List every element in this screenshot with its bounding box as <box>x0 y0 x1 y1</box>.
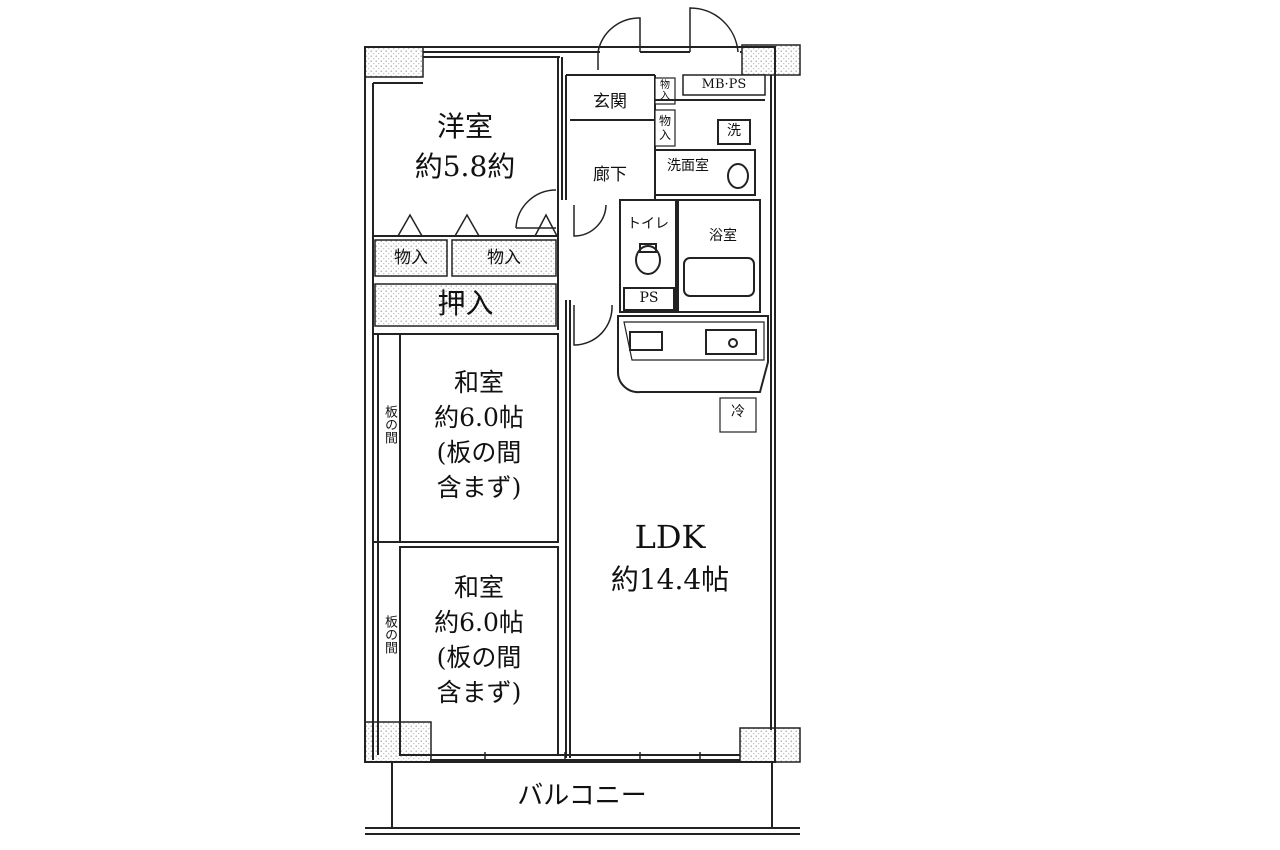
kitchen-counter <box>616 315 769 433</box>
bathroom-label: 浴室 <box>709 228 737 244</box>
fridge-label: 冷 <box>731 404 745 420</box>
pillar-top-right <box>741 44 801 76</box>
ldk-walls <box>430 300 740 761</box>
japanese-room-2-note1: (板の間 <box>436 643 522 672</box>
bathroom-walls <box>677 199 761 313</box>
ps-toilet-label: PS <box>639 290 659 306</box>
western-room-walls <box>373 57 563 330</box>
entrance-closet-label: 物入 <box>658 114 671 142</box>
entrance-closet-top-label: 物入 <box>660 80 670 102</box>
japanese-room-1-name: 和室 <box>453 368 504 397</box>
ldk-area: 約14.4帖 <box>610 563 730 596</box>
balcony-walls <box>365 762 800 835</box>
japanese-room-1-note1: (板の間 <box>436 438 522 467</box>
toilet-walls <box>619 199 677 313</box>
washer-label: 洗 <box>727 123 741 139</box>
pillar-bottom-right <box>739 727 801 763</box>
mbps-box <box>682 74 766 96</box>
closet-2-box <box>451 239 557 277</box>
closet-door-marks <box>397 213 558 237</box>
itanoma-1-label: 板の間 <box>382 405 397 444</box>
japanese-room-2-note2: 含まず) <box>436 678 522 707</box>
hallway-label: 廊下 <box>593 165 627 185</box>
oshiire-label: 押入 <box>437 287 494 320</box>
window-marks <box>484 752 701 762</box>
itanoma-2-label: 板の間 <box>382 615 397 654</box>
closet-1-label: 物入 <box>394 248 428 268</box>
toilet-label: トイレ <box>627 216 669 232</box>
entrance-closet-top-box <box>654 77 676 105</box>
oshiire-box <box>374 283 557 327</box>
closet-2-label: 物入 <box>487 248 521 268</box>
western-room-name: 洋室 <box>436 110 493 143</box>
japanese-room-1-area: 約6.0帖 <box>434 403 524 432</box>
entrance-label: 玄関 <box>593 92 627 112</box>
japanese-rooms-walls <box>373 333 559 756</box>
mbps-label: MB·PS <box>701 77 747 92</box>
pillar-top-left <box>364 46 424 78</box>
japanese-room-1-note2: 含まず) <box>436 473 522 502</box>
ldk-name: LDK <box>634 518 706 556</box>
western-door-swing <box>515 189 557 229</box>
western-room-area: 約5.8約 <box>414 150 516 183</box>
entrance-door-swings <box>597 7 739 70</box>
washroom-walls <box>654 99 765 196</box>
outer-walls <box>364 46 776 763</box>
closet-1-box <box>374 239 448 277</box>
entrance-closet-box <box>654 109 676 147</box>
japanese-room-2-name: 和室 <box>453 573 504 602</box>
washroom-label: 洗面室 <box>667 158 709 174</box>
hallway-door-swings <box>573 204 613 346</box>
balcony-label: バルコニー <box>517 781 647 811</box>
japanese-room-2-area: 約6.0帖 <box>434 608 524 637</box>
